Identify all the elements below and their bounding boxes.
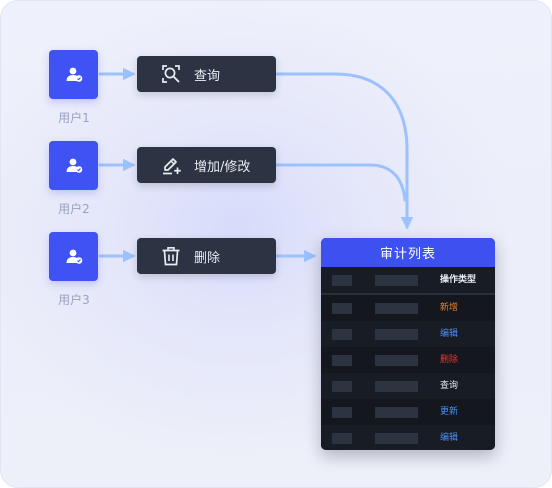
placeholder-cell [332, 355, 352, 366]
placeholder-cell [332, 329, 352, 340]
action-delete: 删除 [137, 238, 276, 274]
placeholder-cell [375, 407, 418, 418]
user-box [49, 50, 98, 99]
user-label: 用户1 [58, 111, 90, 125]
placeholder-cell [375, 381, 418, 392]
user-node-1: 用户1 [49, 50, 98, 125]
action-query: 查询 [137, 56, 276, 92]
user-box [49, 141, 98, 190]
placeholder-cell [332, 433, 352, 444]
audit-header-row: 操作类型 [321, 267, 495, 295]
action-label: 删除 [194, 250, 221, 266]
operation-type: 删除 [440, 355, 459, 365]
trash-icon [160, 245, 182, 267]
audit-row: 更新 [321, 399, 495, 425]
user-label: 用户3 [58, 293, 90, 307]
operation-type: 编辑 [440, 329, 459, 339]
placeholder-cell [375, 433, 418, 444]
audit-row: 查询 [321, 373, 495, 399]
audit-list-rows: 操作类型 新增 编辑 删除 查询 [321, 267, 495, 450]
action-label: 查询 [194, 68, 221, 84]
audit-row: 新增 [321, 295, 495, 321]
operation-type: 更新 [440, 407, 459, 417]
placeholder-cell [332, 381, 352, 392]
arrow-edit-to-audit [275, 163, 407, 202]
edit-add-icon [160, 154, 182, 176]
user-check-icon [66, 249, 82, 264]
search-icon [160, 63, 182, 85]
audit-list-title: 审计列表 [321, 238, 495, 267]
action-add-edit: 增加/修改 [137, 147, 276, 183]
user-node-3: 用户3 [49, 232, 98, 307]
arrow-query-to-audit [275, 72, 414, 230]
operation-type-header: 操作类型 [440, 275, 477, 285]
operation-type: 新增 [440, 303, 459, 313]
placeholder-cell [375, 355, 418, 366]
user-box [49, 232, 98, 281]
placeholder-cell [332, 407, 352, 418]
audit-list-panel: 审计列表 操作类型 新增 编辑 删除 [321, 238, 495, 450]
user-node-2: 用户2 [49, 141, 98, 216]
user-check-icon [66, 158, 82, 173]
audit-row: 编辑 [321, 425, 495, 450]
placeholder-cell [332, 303, 352, 314]
placeholder-cell [375, 329, 418, 340]
action-label: 增加/修改 [194, 159, 251, 175]
audit-row: 删除 [321, 347, 495, 373]
placeholder-cell [375, 275, 418, 286]
user-label: 用户2 [58, 202, 90, 216]
operation-type: 编辑 [440, 433, 459, 443]
placeholder-cell [332, 275, 352, 286]
audit-row: 编辑 [321, 321, 495, 347]
user-check-icon [66, 67, 82, 82]
placeholder-cell [375, 303, 418, 314]
operation-type: 查询 [440, 381, 459, 391]
